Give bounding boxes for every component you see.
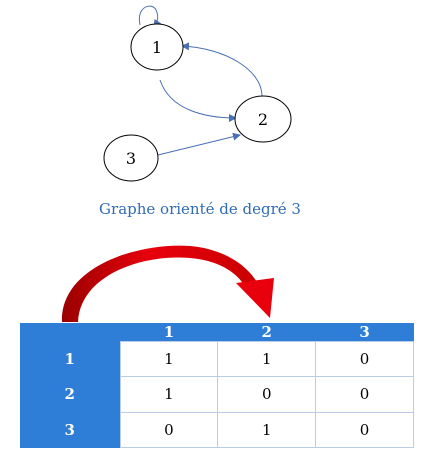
matrix-row-header: 1 [20,341,120,377]
curved-arrow-icon [61,245,274,322]
edge-1-2 [159,79,237,122]
matrix-cell: 1 [217,411,317,449]
matrix-cell: 0 [315,376,414,413]
matrix-row-header: 3 [20,412,120,448]
matrix-col-header: 3 [315,323,414,342]
matrix-cell: 0 [315,411,414,449]
edge-3-2 [157,132,241,156]
matrix-header-row: 1 2 3 [20,323,414,342]
matrix-row: 1 1 1 0 [20,340,414,378]
matrix-cell: 0 [217,376,317,413]
matrix-cell: 1 [119,340,219,378]
matrix-cell: 1 [217,340,317,378]
matrix-row: 3 0 1 0 [20,411,414,449]
matrix-cell: 1 [119,376,219,413]
node-3-label: 3 [126,149,136,168]
adjacency-matrix: 1 2 3 1 1 1 0 2 1 0 0 3 0 1 0 [20,323,414,449]
node-1-label: 1 [152,38,162,57]
matrix-row: 2 1 0 0 [20,376,414,413]
graph-caption: Graphe orienté de degré 3 [99,200,301,218]
node-2: 2 [234,95,292,143]
matrix-corner [20,323,120,342]
directed-graph: 1 2 3 [103,5,292,182]
matrix-col-header: 2 [217,323,316,342]
edge-2-1 [181,42,263,97]
node-2-label: 2 [258,110,268,129]
matrix-col-header: 1 [120,323,218,342]
matrix-cell: 0 [119,411,219,449]
node-1: 1 [130,23,184,71]
matrix-row-header: 2 [20,376,120,413]
matrix-cell: 0 [315,340,414,378]
node-3: 3 [103,134,159,182]
